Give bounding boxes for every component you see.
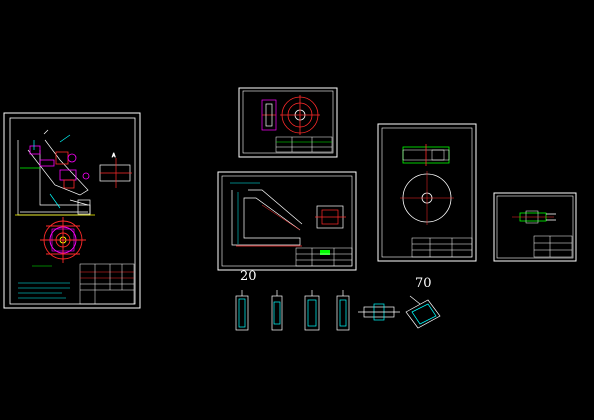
fixture-title-block <box>79 263 135 305</box>
step-label-20: 20 <box>240 269 257 284</box>
flange-title-block <box>411 237 473 258</box>
bracket-section-view <box>315 205 346 229</box>
step-sketch-4 <box>336 290 350 331</box>
drawing-sheet-flange[interactable] <box>377 123 477 262</box>
fixture-notes <box>18 265 70 299</box>
disk-section-view <box>261 99 277 131</box>
fixture-top-view <box>40 217 86 263</box>
drawing-sheet-shaft[interactable] <box>493 192 577 262</box>
sheet-border <box>3 112 141 309</box>
disk-title-block <box>275 136 333 153</box>
step-sketch-6 <box>405 295 441 329</box>
sheet-inner-frame <box>242 90 334 154</box>
sheet-inner-frame <box>9 117 136 305</box>
step-sketch-1 <box>235 290 249 331</box>
fixture-clamp-parts <box>20 129 90 209</box>
sheet-inner-frame <box>496 195 574 259</box>
step-sketch-5 <box>358 303 400 321</box>
bracket-title-block <box>295 247 353 267</box>
svg-text:A: A <box>112 153 116 159</box>
flange-section-view <box>402 144 450 166</box>
step-sketch-2 <box>271 290 283 331</box>
step-label-70: 70 <box>415 276 432 291</box>
drawing-sheet-disk[interactable] <box>238 87 338 158</box>
disk-front-view <box>280 95 320 135</box>
flange-front-view <box>400 171 454 225</box>
fixture-section-view: A <box>99 153 132 188</box>
sheet-inner-frame <box>221 175 353 267</box>
sheet-border <box>377 123 477 262</box>
bracket-side-view <box>230 182 303 247</box>
fixture-side-view <box>15 139 95 216</box>
drawing-sheet-fixture[interactable]: A <box>3 112 141 309</box>
sheet-border <box>238 87 338 158</box>
step-sketch-3 <box>304 290 320 331</box>
sheet-border <box>493 192 577 262</box>
drawing-sheet-bracket[interactable] <box>217 171 357 271</box>
shaft-view <box>512 210 556 224</box>
process-step-sketches[interactable] <box>235 290 441 331</box>
shaft-title-block <box>533 235 573 258</box>
sheet-border <box>217 171 357 271</box>
